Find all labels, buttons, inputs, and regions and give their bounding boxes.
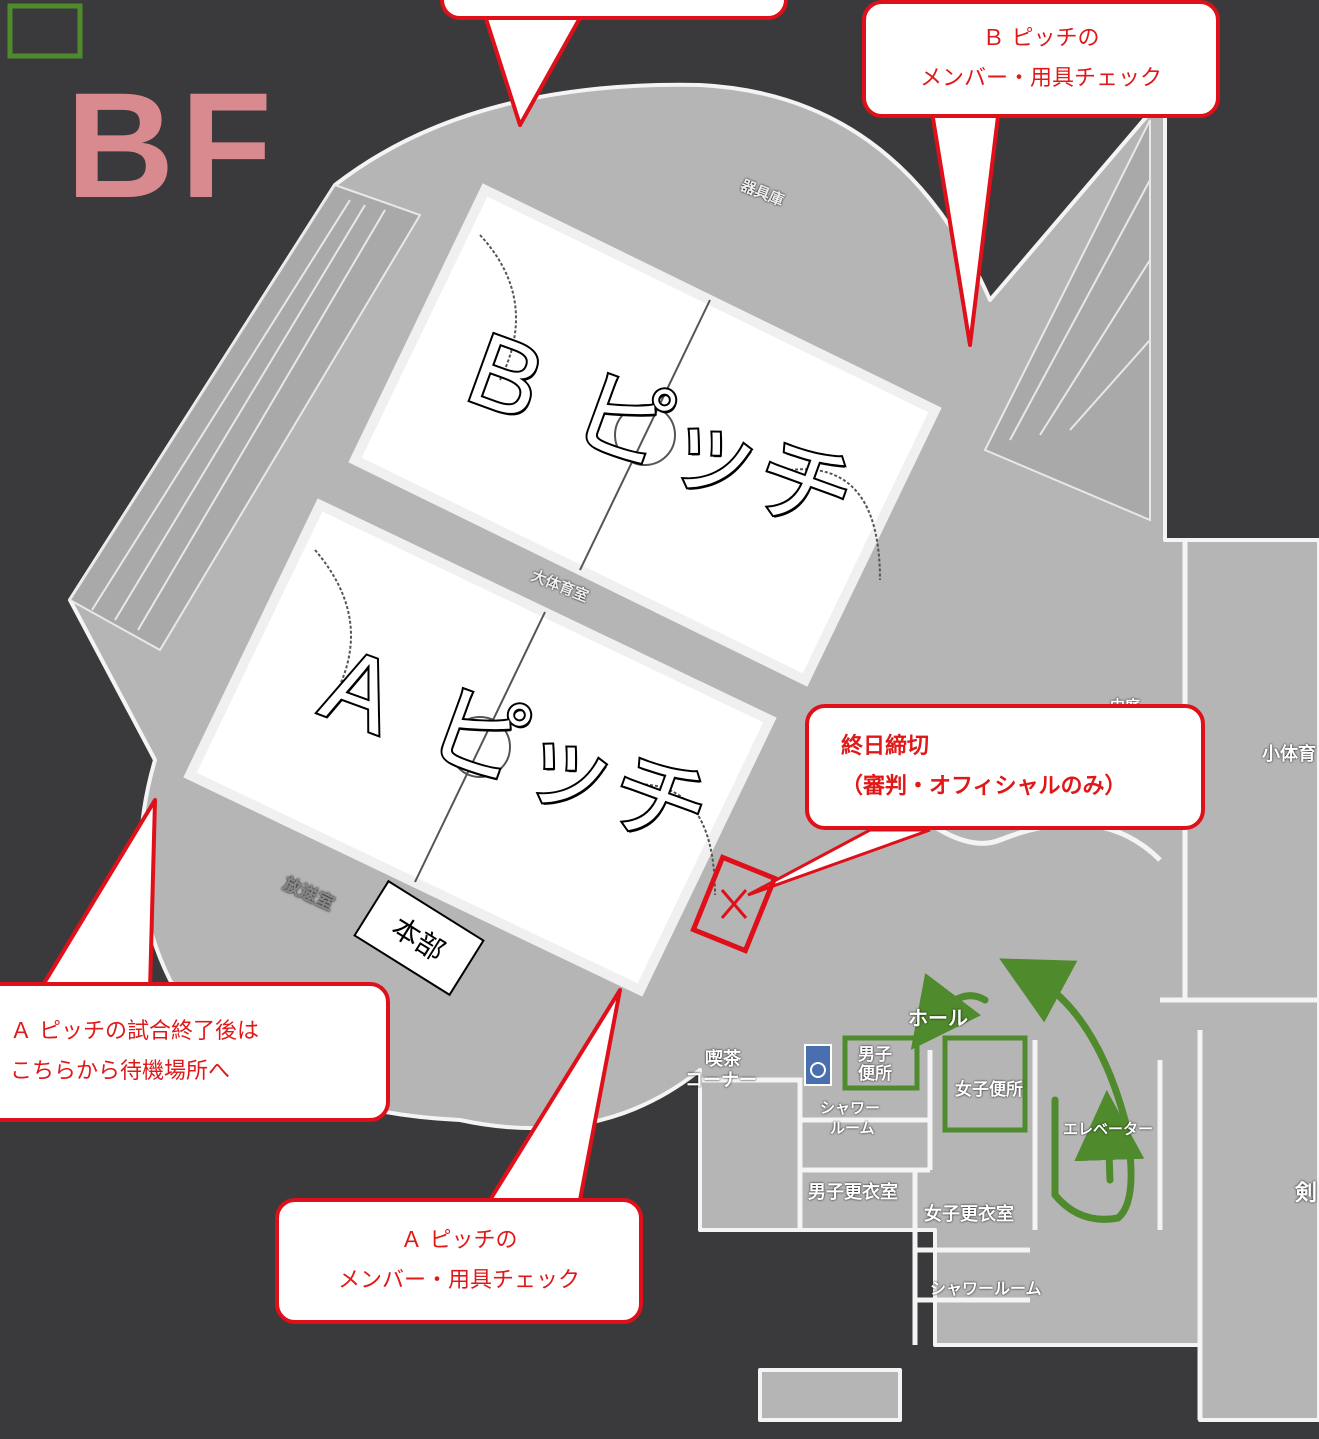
wheelchair-icon	[804, 1044, 832, 1086]
closed-area-marker	[690, 854, 778, 954]
pitch-b	[348, 183, 942, 687]
room-label-shower-1: シャワー	[820, 1099, 881, 1117]
callout-a-check-line-2: メンバー・用具チェック	[337, 1268, 580, 1293]
room-label-mens-toilet-1: 男子	[858, 1045, 892, 1065]
callout-closed: 終日締切 （審判・オフィシャルのみ）	[805, 704, 1205, 830]
callout-closed-line-1: 終日締切	[841, 734, 930, 759]
womens-toilet-highlight	[942, 1035, 1028, 1133]
room-label-elevator: エレベーター	[1063, 1120, 1154, 1138]
pitch-a	[183, 498, 777, 997]
callout-top	[440, 0, 788, 20]
room-label-womens-locker: 女子更衣室	[924, 1204, 1014, 1225]
callout-b-check-line-1: Ｂ ピッチの	[982, 26, 1100, 51]
callout-b-check-line-2: メンバー・用具チェック	[919, 66, 1162, 91]
arrow-icon	[999, 958, 1135, 1223]
room-label-cafe-2: コーナー	[685, 1070, 757, 1091]
bleachers	[68, 119, 1151, 652]
callout-b-check: Ｂ ピッチの メンバー・用具チェック	[862, 0, 1220, 118]
room-label-womens-toilet: 女子便所	[955, 1080, 1023, 1100]
callout-a-exit-line-2: こちらから待機場所へ	[10, 1059, 231, 1084]
callout-a-exit-line-1: Ａ ピッチの試合終了後は	[10, 1019, 259, 1044]
room-label-shower-2: ルーム	[830, 1119, 875, 1137]
room-label-mens-locker: 男子更衣室	[808, 1182, 898, 1203]
room-label-cafe-1: 喫茶	[705, 1049, 741, 1070]
cross-mark-icon	[720, 889, 748, 919]
arrow-icon	[1074, 1090, 1145, 1184]
callout-a-check: Ａ ピッチの メンバー・用具チェック	[275, 1198, 643, 1324]
room-label-mens-toilet-2: 便所	[858, 1064, 892, 1084]
floor-label: BF	[66, 61, 278, 229]
callout-a-check-line-1: Ａ ピッチの	[400, 1228, 518, 1253]
closed-pointer	[747, 828, 931, 897]
callout-a-exit: Ａ ピッチの試合終了後は こちらから待機場所へ	[0, 982, 390, 1122]
room-label-hall: ホール	[908, 1006, 968, 1030]
mens-toilet-highlight	[842, 1035, 920, 1091]
room-label-small-gym: 小体育	[1262, 744, 1316, 765]
route-arrows	[910, 958, 1145, 1223]
callout-pointers	[38, 0, 1002, 1202]
room-label-kendo: 剣	[1295, 1181, 1318, 1206]
green-highlights	[7, 3, 1028, 1133]
corner-marker	[7, 3, 83, 59]
arrow-icon	[910, 972, 989, 1050]
callout-closed-line-2: （審判・オフィシャルのみ）	[841, 774, 1127, 799]
room-label-shower-room: シャワールーム	[930, 1279, 1042, 1298]
interior-walls	[700, 540, 1319, 1420]
